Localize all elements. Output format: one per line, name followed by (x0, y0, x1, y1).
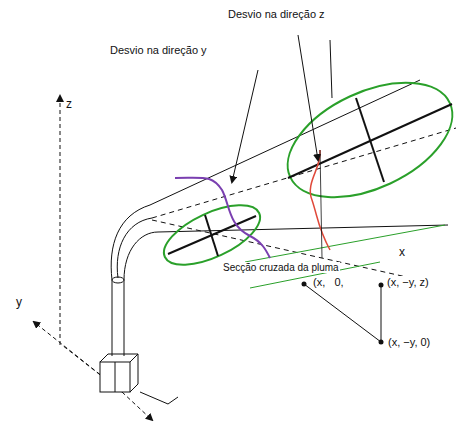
axis-label: z (66, 98, 72, 111)
axis-label: y (16, 296, 22, 309)
coordinate-label: (x, −y, 0) (387, 336, 431, 348)
axis-label: x (398, 246, 406, 259)
plume-caption: Secção cruzada da pluma (222, 262, 340, 273)
plume-heading: Desvio na direção z (228, 8, 325, 20)
coordinate-label: (x, −y, z) (386, 276, 430, 288)
coordinate-label: (x, 0, (312, 276, 345, 288)
plume-heading: Desvio na direção y (110, 44, 207, 56)
